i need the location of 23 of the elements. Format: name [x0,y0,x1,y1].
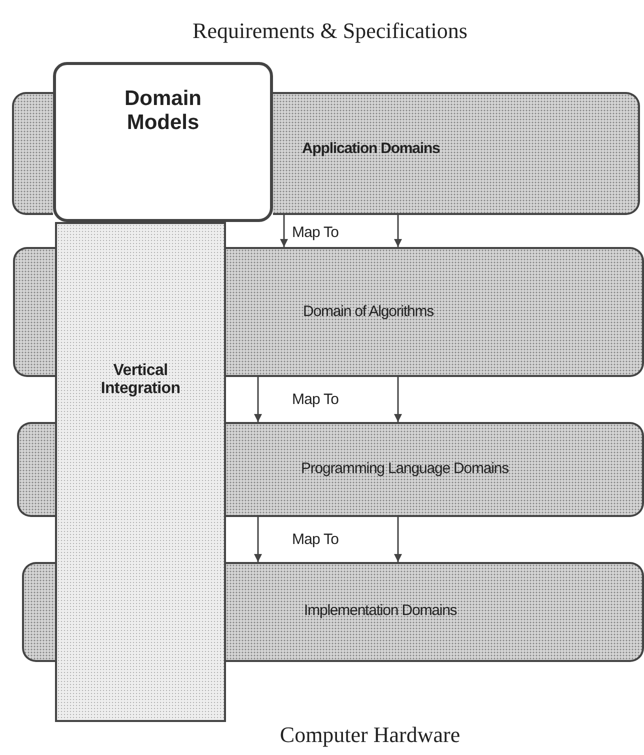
mapping-label: Map To [290,391,341,408]
diagram-caption: Computer Hardware [280,722,460,748]
mapping-label: Map To [290,224,341,241]
model-label: Domain Models [123,87,202,135]
layer-label: Programming Language Domains [301,460,508,477]
layer-band [22,562,55,662]
arrow [394,215,402,247]
model-box [53,62,273,222]
arrow [280,215,288,247]
layer-label: Implementation Domains [304,602,457,619]
mapping-label: Map To [290,531,341,548]
arrow [254,377,262,422]
layer-label: Domain of Algorithms [303,303,434,320]
arrow [254,517,262,562]
layer-label: Application Domains [302,140,440,157]
arrow [394,517,402,562]
diagram-title: Requirements & Specifications [192,18,468,44]
arrow [394,377,402,422]
integration-column [55,222,226,722]
layer-band [12,92,53,215]
layer-band [13,247,55,377]
layer-band [17,422,55,517]
column-label: Vertical Integration [100,362,182,398]
